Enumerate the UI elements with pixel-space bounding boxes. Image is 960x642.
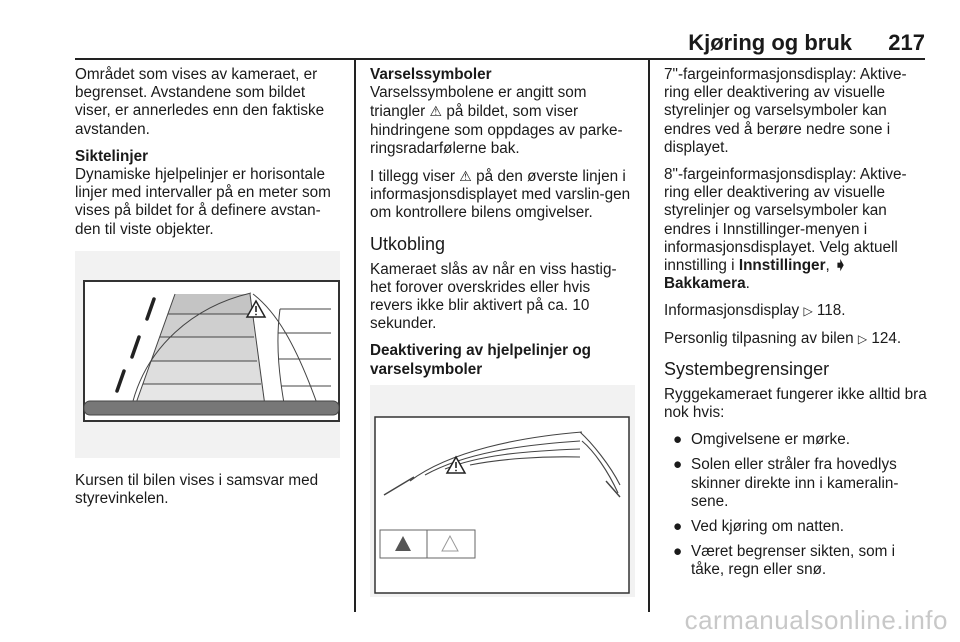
deactivation-figure	[370, 384, 635, 597]
system-intro: Ryggekameraet fungerer ikke alltid bra n…	[664, 385, 927, 422]
camera-view-illustration	[83, 279, 340, 422]
utkobling-text: Kameraet slås av når en viss hastig-het …	[370, 260, 617, 333]
tillegg-text-1: I tillegg viser	[370, 168, 456, 186]
bullet-icon: ●	[673, 543, 683, 561]
siktelinjer-heading: Siktelinjer	[75, 147, 149, 165]
p8-end: .	[745, 275, 750, 293]
warning-triangle-icon: ⚠	[459, 168, 472, 185]
tillegg-text-2: på den øverste linjen i informasjonsdisp…	[370, 168, 631, 222]
column-1: Området som vises av kameraet, er begren…	[75, 66, 340, 517]
varsel-heading: Varselssymboler	[370, 66, 492, 83]
watermark: carmanualsonline.info	[684, 605, 948, 635]
bullet-text: Omgivelsene er mørke.	[691, 431, 850, 449]
paragraph-tillegg: I tillegg viser ⚠ på den øverste linjen …	[370, 167, 635, 223]
paragraph-kursen: Kursen til bilen vises i samsvar med sty…	[75, 471, 319, 508]
info-text: Informasjonsdisplay	[664, 302, 800, 320]
reference-personlig: Personlig tilpasning av bilen ▷ 124.	[664, 330, 929, 348]
bullet-icon: ●	[673, 456, 683, 474]
system-heading: Systembegrensinger	[664, 358, 830, 379]
bullet-icon: ●	[673, 518, 683, 536]
column-3: 7"-fargeinformasjonsdisplay: Aktive-ring…	[664, 66, 929, 587]
limitations-list: ● Omgivelsene er mørke. ● Solen eller strå…	[664, 431, 929, 579]
reference-infodisplay: Informasjonsdisplay ▷ 118.	[664, 302, 929, 320]
menu-bakkamera: Bakkamera	[664, 275, 746, 293]
personlig-ref: 124.	[871, 329, 902, 347]
camera-guidelines-figure	[75, 250, 340, 458]
column-divider-1	[354, 60, 356, 612]
p8-text: 8"-fargeinformasjonsdisplay: Aktive-ring…	[664, 166, 907, 275]
menu-innstillinger: Innstillinger	[738, 257, 826, 275]
reference-arrow-icon: ▷	[803, 304, 813, 319]
bullet-icon: ●	[673, 431, 683, 449]
bullet-text: Været begrenser sikten, som i tåke, regn…	[691, 543, 896, 579]
utkobling-heading: Utkobling	[370, 233, 446, 254]
list-item: ● Solen eller stråler fra hovedlys skinne…	[664, 456, 929, 511]
column-divider-2	[648, 60, 650, 612]
chapter-title: Kjøring og bruk	[688, 30, 852, 55]
deaktivering-heading: Deaktivering av hjelpelinjer og varselsy…	[370, 342, 592, 378]
varsel-text-1: Varselssymbolene er angitt som triangler	[370, 84, 587, 121]
menu-arrow-icon: ➧	[834, 257, 847, 275]
section-varselssymboler: Varselssymboler Varselssymbolene er angi…	[370, 66, 635, 158]
paragraph-camera-area: Området som vises av kameraet, er begren…	[75, 66, 325, 138]
menu-separator: ,	[825, 257, 835, 275]
paragraph-8inch-display: 8"-fargeinformasjonsdisplay: Aktive-ring…	[664, 166, 929, 293]
page-number: 217	[888, 30, 925, 55]
bullet-text: Ved kjøring om natten.	[691, 518, 845, 536]
varsel-text-2: på bildet, som viser hindringene som opp…	[370, 103, 623, 157]
personlig-text: Personlig tilpasning av bilen	[664, 329, 854, 347]
display-illustration	[374, 416, 630, 594]
warning-triangle-icon: ⚠	[429, 103, 443, 120]
header-rule	[75, 58, 925, 60]
reference-arrow-icon: ▷	[857, 331, 868, 346]
bullet-text: Solen eller stråler fra hovedlys skinner…	[691, 456, 899, 510]
info-ref: 118.	[816, 302, 846, 320]
siktelinjer-text: Dynamiske hjelpelinjer er horisontale li…	[75, 166, 331, 238]
section-siktelinjer: Siktelinjer Dynamiske hjelpelinjer er ho…	[75, 148, 340, 239]
paragraph-7inch-display: 7"-fargeinformasjonsdisplay: Aktive-ring…	[664, 66, 907, 156]
column-2: Varselssymboler Varselssymbolene er angi…	[370, 66, 635, 597]
list-item: ● Været begrenser sikten, som i tåke, reg…	[664, 543, 929, 579]
list-item: ● Ved kjøring om natten.	[664, 518, 929, 536]
list-item: ● Omgivelsene er mørke.	[664, 431, 929, 449]
